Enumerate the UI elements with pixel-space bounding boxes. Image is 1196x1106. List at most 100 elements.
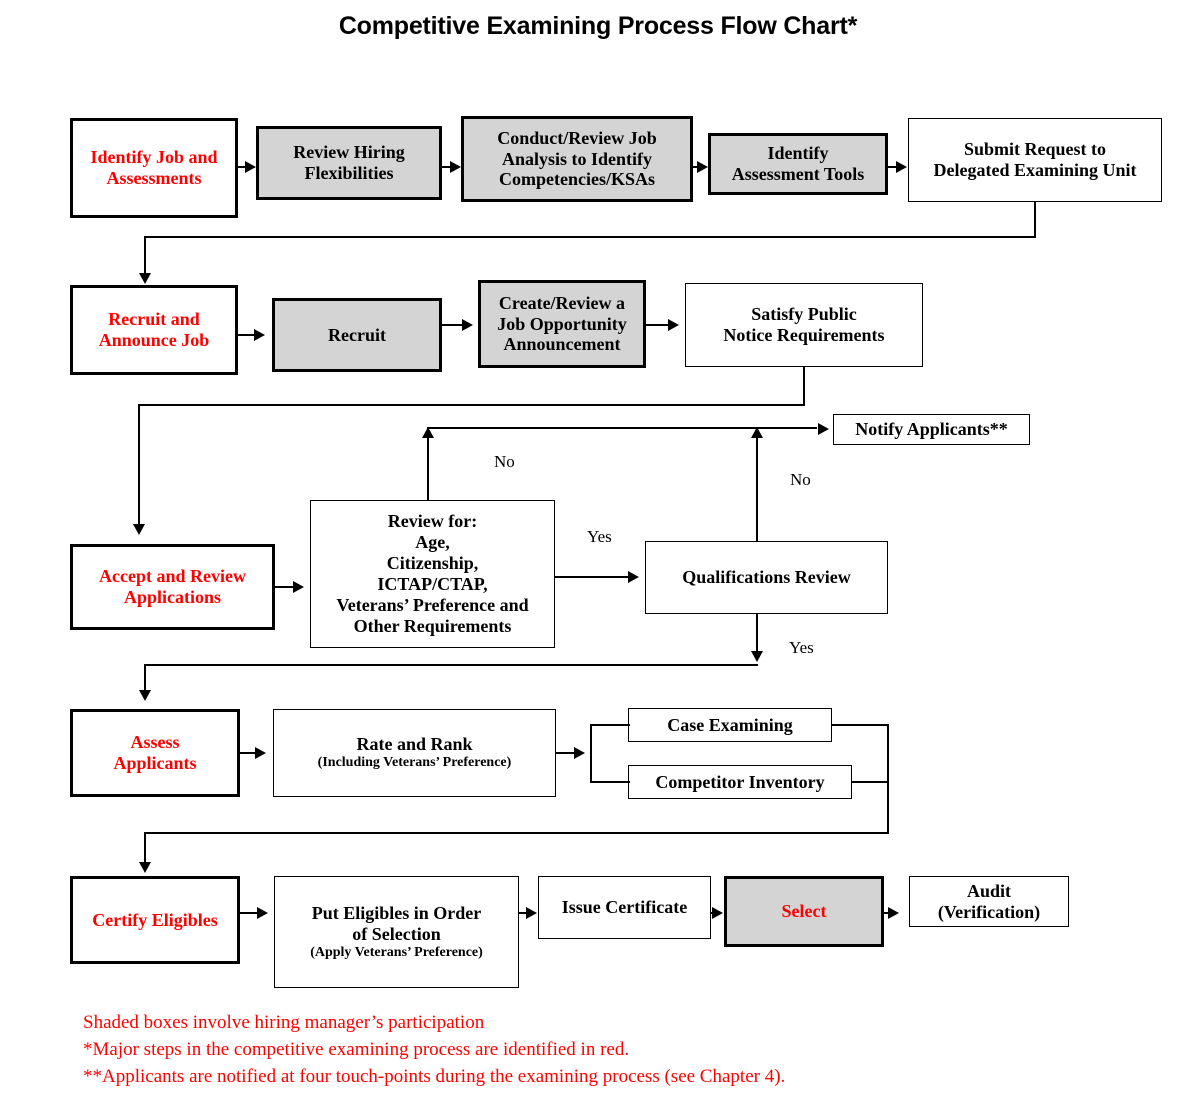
edge-label-no-quals: No <box>790 470 811 489</box>
box-sublabel: (Apply Veterans’ Preference) <box>310 944 483 960</box>
box-recruit[interactable]: Recruit <box>272 298 442 372</box>
arrowhead-rate-to-split <box>574 747 585 759</box>
connector-certify-to-puteligibles <box>240 912 258 914</box>
box-label: Qualifications Review <box>682 567 851 588</box>
arrowhead-reviewfor-no-up <box>422 427 434 438</box>
arrowhead-into-accept-review <box>133 524 145 535</box>
arrowhead-no-into-notify <box>818 423 829 435</box>
connector-accept-to-reviewfor <box>275 586 296 588</box>
arrowhead-announce-to-recruit <box>254 329 265 341</box>
connector-quals-no-up <box>756 437 758 541</box>
arrowhead-into-recruit-announce <box>139 273 151 284</box>
connector-publicnotice-down <box>803 367 805 405</box>
footnote-shaded-boxes: Shaded boxes involve hiring manager’s pa… <box>83 1012 485 1033</box>
box-case-examining[interactable]: Case Examining <box>628 708 832 742</box>
connector-split-to-case <box>590 724 630 726</box>
box-label: Audit(Verification) <box>937 880 1041 922</box>
page-title: Competitive Examining Process Flow Chart… <box>338 12 858 40</box>
arrowhead-accept-to-reviewfor <box>293 581 304 593</box>
box-label: Case Examining <box>667 714 793 735</box>
connector-select-to-audit <box>884 912 890 914</box>
box-review-for-criteria[interactable]: Review for:Age,Citizenship,ICTAP/CTAP,Ve… <box>310 500 555 648</box>
connector-announce-to-recruit <box>238 334 256 336</box>
arrowhead-into-certify-eligibles <box>139 862 151 873</box>
connector-merge-vertical-right <box>887 724 889 834</box>
connector-inventory-to-merge <box>852 781 889 783</box>
arrowhead-into-assess-applicants <box>139 690 151 701</box>
connector-publicnotice-left <box>138 404 805 406</box>
arrowhead-review-to-analysis <box>450 161 461 173</box>
connector-merge-left-to-certify <box>144 832 889 834</box>
arrowhead-recruit-to-joa <box>462 319 473 331</box>
edge-label-yes-to-quals: Yes <box>587 527 612 546</box>
box-label: Review for:Age,Citizenship,ICTAP/CTAP,Ve… <box>336 511 529 636</box>
connector-split-vertical-left <box>590 724 592 783</box>
box-qualifications-review[interactable]: Qualifications Review <box>645 541 888 614</box>
box-select[interactable]: Select <box>724 876 884 947</box>
connector-reviewfor-no-up <box>427 437 429 501</box>
box-audit-verification[interactable]: Audit(Verification) <box>909 876 1069 927</box>
connector-review-to-analysis <box>442 166 452 168</box>
arrowhead-quals-yes-down <box>751 651 763 662</box>
arrowhead-issue-to-select <box>712 907 723 919</box>
connector-case-to-merge <box>832 724 889 726</box>
connector-quals-yes-left <box>144 664 758 666</box>
edge-label-yes-from-quals: Yes <box>789 638 814 657</box>
edge-label-no-reviewfor: No <box>494 452 515 471</box>
connector-analysis-to-tools <box>693 166 699 168</box>
box-rate-and-rank[interactable]: Rate and Rank (Including Veterans’ Prefe… <box>273 709 556 797</box>
connector-puteligibles-to-issue <box>519 912 529 914</box>
arrowhead-joa-to-publicnotice <box>668 319 679 331</box>
connector-down-to-recruit-row <box>144 236 146 276</box>
connector-rate-to-split <box>556 752 576 754</box>
connector-down-to-accept <box>138 404 140 526</box>
box-certify-eligibles[interactable]: Certify Eligibles <box>70 876 240 964</box>
arrowhead-quals-no-up <box>751 427 763 438</box>
connector-quals-yes-down <box>756 614 758 658</box>
box-label: Recruit <box>328 324 386 345</box>
connector-submit-down <box>1034 202 1036 237</box>
box-issue-certificate[interactable]: Issue Certificate <box>538 876 711 939</box>
connector-recruit-to-joa <box>442 324 464 326</box>
box-notify-applicants[interactable]: Notify Applicants** <box>833 414 1030 445</box>
arrowhead-select-to-audit <box>888 907 899 919</box>
connector-split-to-inventory <box>590 781 630 783</box>
box-label: Competitor Inventory <box>655 771 825 792</box>
connector-reviewfor-no-right <box>427 427 817 429</box>
connector-reviewfor-to-quals <box>555 576 630 578</box>
box-label: Certify Eligibles <box>92 909 218 930</box>
connector-down-to-certify <box>144 832 146 866</box>
connector-assess-to-rate <box>240 752 257 754</box>
connector-submit-left <box>144 236 1036 238</box>
box-label: Rate and Rank <box>356 734 473 755</box>
box-label: Notify Applicants** <box>855 419 1008 440</box>
box-competitor-inventory[interactable]: Competitor Inventory <box>628 765 852 799</box>
arrowhead-puteligibles-to-issue <box>526 907 537 919</box>
arrowhead-tools-to-submit <box>896 161 907 173</box>
connector-down-to-assess <box>144 664 146 694</box>
arrowhead-certify-to-puteligibles <box>257 907 268 919</box>
connector-joa-to-publicnotice <box>646 324 670 326</box>
connector-tools-to-submit <box>888 166 898 168</box>
